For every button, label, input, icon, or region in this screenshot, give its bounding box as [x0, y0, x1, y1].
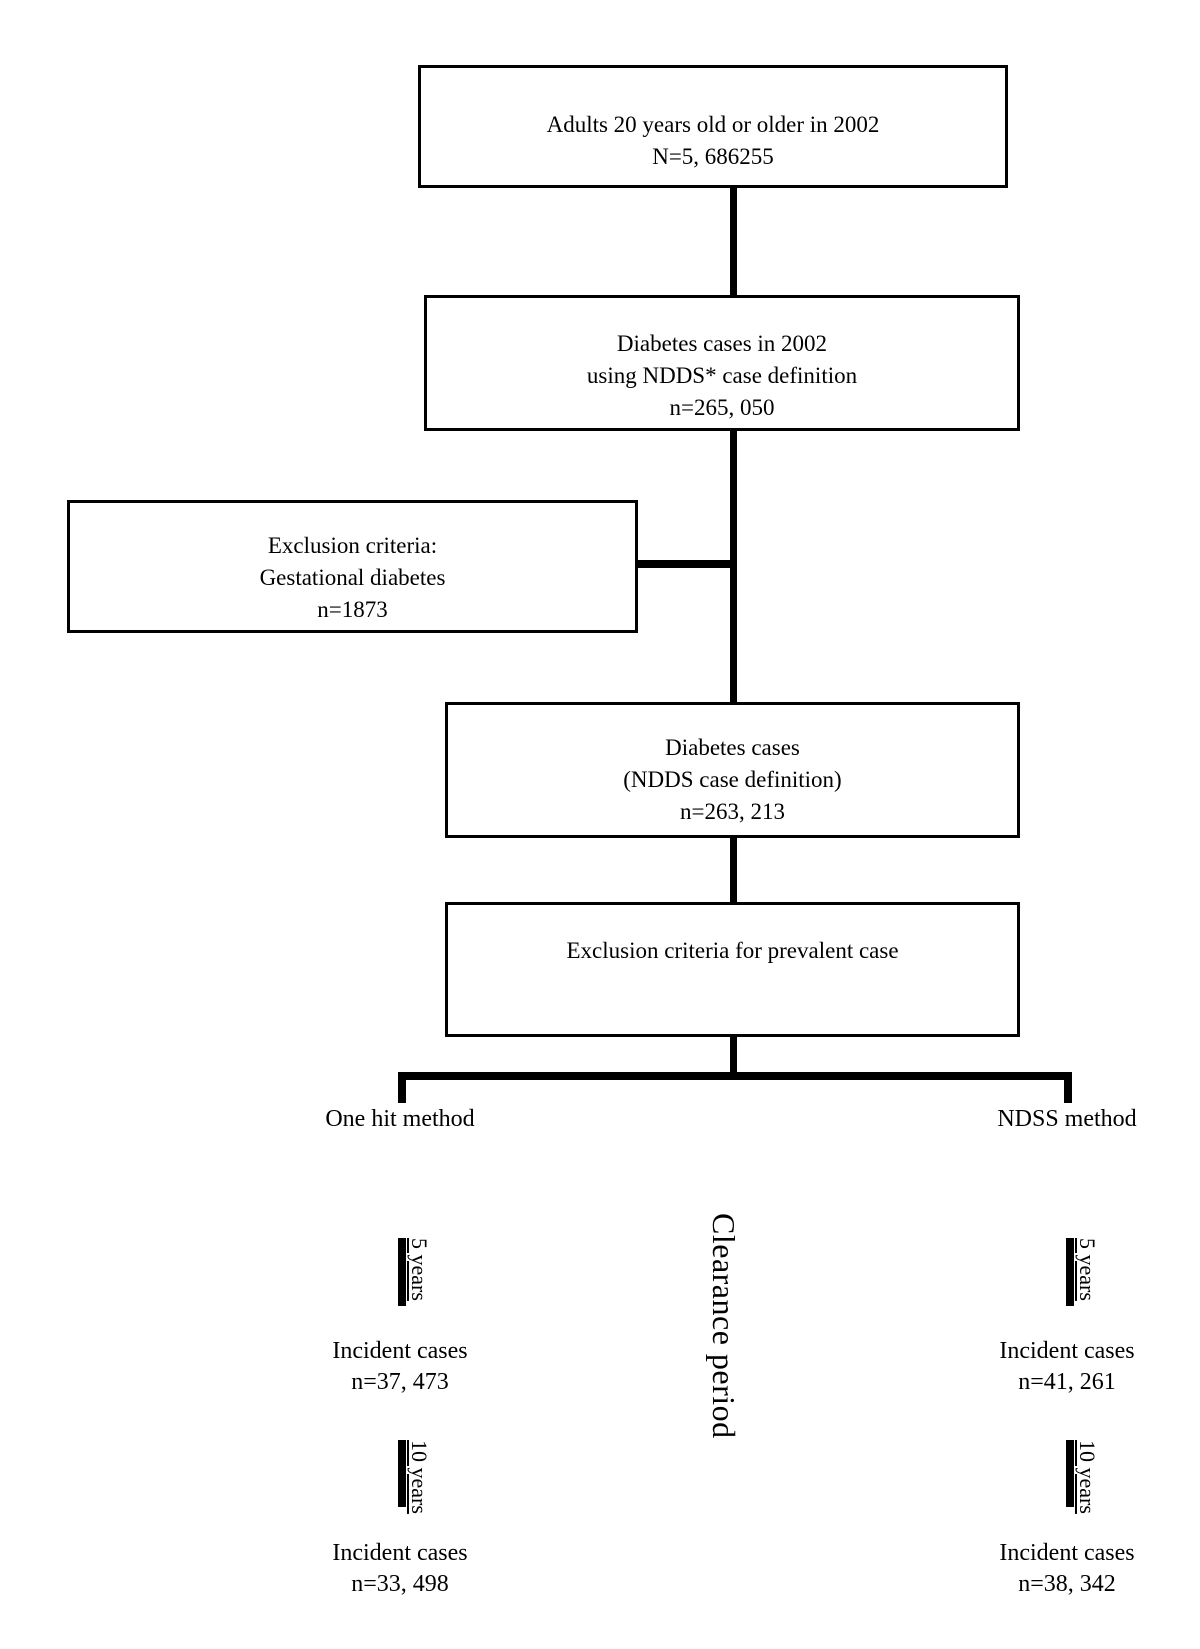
box-diabetes-ndds-line1: Diabetes cases	[665, 735, 800, 760]
connector-diabetes2002-to-ndds	[730, 429, 737, 704]
box-exclusion-gestational: Exclusion criteria: Gestational diabetes…	[67, 500, 638, 633]
incident-cases-count: n=37, 473	[351, 1369, 449, 1395]
year-label: 10 years	[407, 1440, 432, 1514]
label-ndss-method: NDSS method	[997, 1106, 1137, 1132]
branch-stub-right	[1064, 1072, 1072, 1103]
year-label: 5 years	[407, 1238, 432, 1301]
incident-cases-text: Incident cases	[999, 1338, 1135, 1364]
box-diabetes-2002-line1: Diabetes cases in 2002	[616, 331, 828, 356]
incident-cases-count: n=33, 498	[351, 1571, 449, 1597]
tick-bar-icon	[398, 1238, 406, 1306]
connector-exclusion-horizontal	[636, 560, 733, 568]
connector-population-to-diabetes2002	[730, 186, 737, 297]
result-right-10-years: Incident cases n=38, 342	[917, 1538, 1200, 1600]
box-population-line2: N=5, 686255	[652, 143, 774, 169]
box-exclusion-gestational-line3: n=1873	[317, 596, 388, 622]
incident-cases-text: Incident cases	[332, 1540, 468, 1566]
branch-bar	[398, 1072, 1072, 1080]
branch-stub-left	[398, 1072, 406, 1103]
incident-cases-count: n=41, 261	[1018, 1369, 1116, 1395]
tick-bar-icon	[1066, 1440, 1074, 1507]
connector-ndds-to-prevalent	[730, 836, 737, 904]
year-label: 10 years	[1075, 1440, 1100, 1514]
box-exclusion-prevalent-line1: Exclusion criteria for prevalent case	[566, 937, 899, 963]
result-left-10-years: Incident cases n=33, 498	[250, 1538, 550, 1600]
box-diabetes-2002-line2: using NDDS* case definition	[586, 363, 858, 388]
tick-bar-icon	[398, 1440, 406, 1507]
box-exclusion-gestational-line2: Gestational diabetes	[259, 564, 446, 590]
box-diabetes-ndds-line2: (NDDS case definition)	[623, 767, 842, 792]
box-exclusion-prevalent: Exclusion criteria for prevalent case	[445, 902, 1020, 1037]
connector-prevalent-to-branch	[730, 1035, 737, 1076]
incident-cases-text: Incident cases	[999, 1540, 1135, 1566]
tick-bar-icon	[1066, 1238, 1074, 1306]
label-one-hit-method: One hit method	[325, 1106, 475, 1132]
result-left-5-years: Incident cases n=37, 473	[250, 1336, 550, 1398]
box-exclusion-gestational-line1: Exclusion criteria:	[267, 532, 438, 558]
incident-cases-text: Incident cases	[332, 1338, 468, 1364]
year-label: 5 years	[1075, 1238, 1100, 1301]
box-diabetes-2002: Diabetes cases in 2002 using NDDS* case …	[424, 295, 1020, 431]
label-clearance-period: Clearance period	[706, 1213, 742, 1439]
box-diabetes-ndds-line3: n=263, 213	[680, 799, 785, 824]
box-diabetes-2002-line3: n=265, 050	[669, 395, 775, 420]
incident-cases-count: n=38, 342	[1018, 1571, 1116, 1597]
box-population-line1: Adults 20 years old or older in 2002	[546, 111, 880, 137]
result-right-5-years: Incident cases n=41, 261	[917, 1336, 1200, 1398]
box-diabetes-ndds: Diabetes cases (NDDS case definition) n=…	[445, 702, 1020, 838]
box-population: Adults 20 years old or older in 2002 N=5…	[418, 65, 1008, 188]
